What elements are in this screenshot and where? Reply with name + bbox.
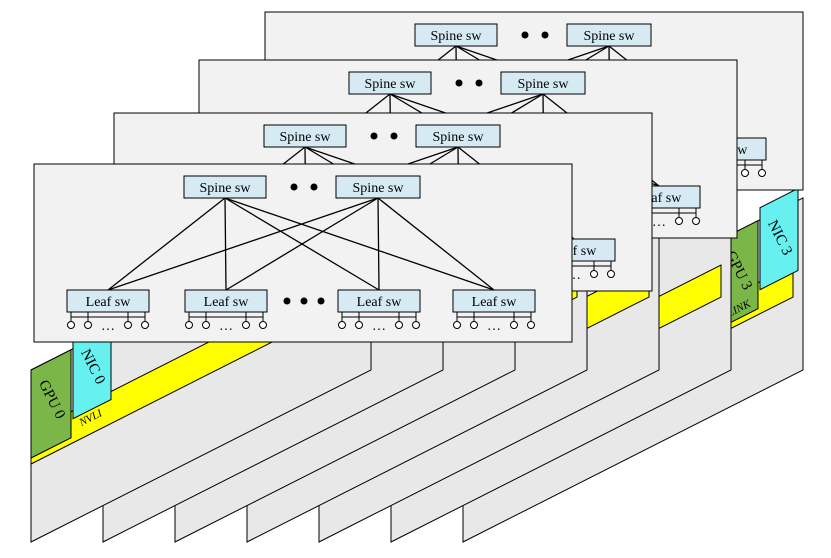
leaf-switch-box xyxy=(66,289,150,313)
link-line xyxy=(224,197,227,291)
port-circle xyxy=(510,321,518,329)
spine-switch-label: Spine sw xyxy=(353,181,405,196)
plane-panel xyxy=(33,163,573,343)
link-line xyxy=(107,197,226,291)
port-gap: … xyxy=(652,215,666,230)
port-circle xyxy=(202,321,210,329)
port-circle xyxy=(453,321,461,329)
spine-switch: Spine sw xyxy=(183,175,267,199)
ellipsis-dot xyxy=(300,297,308,305)
port-gap: … xyxy=(372,319,386,334)
port-gap: … xyxy=(487,319,501,334)
spine-switch: Spine sw xyxy=(415,124,501,148)
port-circle xyxy=(67,321,75,329)
ellipsis-dot xyxy=(475,79,483,87)
ellipsis-dot xyxy=(390,132,398,140)
leaf-switch-label: Leaf sw xyxy=(472,295,518,310)
port-circle xyxy=(527,321,535,329)
leaf-switch: Leaf sw … xyxy=(184,289,268,334)
port-circle xyxy=(395,321,403,329)
spine-switch: Spine sw xyxy=(566,23,652,47)
spine-switch-label: Spine sw xyxy=(433,130,485,145)
port-circle xyxy=(692,217,700,225)
nic-block xyxy=(759,187,799,291)
port-circle xyxy=(412,321,420,329)
port-circle xyxy=(758,169,766,177)
port-gap: … xyxy=(219,319,233,334)
ellipsis-dot xyxy=(455,79,463,87)
ellipsis-dot xyxy=(290,183,298,191)
port-circle xyxy=(590,270,598,278)
link-line xyxy=(107,197,379,291)
ellipsis-dot xyxy=(317,297,325,305)
leaf-switch-box xyxy=(184,289,268,313)
spine-switch: Spine sw xyxy=(335,175,421,199)
link-line xyxy=(377,197,495,291)
spine-switch-label: Spine sw xyxy=(518,77,570,92)
leaf-switch: Leaf sw … xyxy=(452,289,536,334)
spine-switch-label: Spine sw xyxy=(431,29,483,44)
leaf-switch: Leaf sw … xyxy=(66,289,150,334)
network-planes: Spine sw Spine sw Leaf sw … Leaf sw … Leaf sw …… xyxy=(33,11,804,343)
port-circle xyxy=(259,321,267,329)
spine-switch-box xyxy=(500,71,586,95)
spine-switch-label: Spine sw xyxy=(200,181,252,196)
leaf-switch-label: Leaf sw xyxy=(86,295,132,310)
spine-switch-box xyxy=(183,175,267,199)
spine-switch-label: Spine sw xyxy=(280,130,332,145)
spine-switch: Spine sw xyxy=(263,124,347,148)
link-line xyxy=(224,197,495,291)
leaf-switch-box xyxy=(452,289,536,313)
port-circle xyxy=(355,321,363,329)
port-circle xyxy=(141,321,149,329)
port-circle xyxy=(470,321,478,329)
port-circle xyxy=(338,321,346,329)
link-line xyxy=(377,197,380,291)
spine-switch-box xyxy=(263,124,347,148)
network-plane: Spine sw Spine sw Leaf sw … Leaf sw … Leaf sw …… xyxy=(33,163,573,343)
link-line xyxy=(225,197,379,291)
ellipsis-dot xyxy=(541,31,549,39)
gpu-block xyxy=(30,348,72,459)
ellipsis-dot xyxy=(310,183,318,191)
leaf-switch: Leaf sw … xyxy=(337,289,421,334)
spine-switch: Spine sw xyxy=(500,71,586,95)
spine-switch: Spine sw xyxy=(414,23,498,47)
port-circle xyxy=(741,169,749,177)
ellipsis-dot xyxy=(521,31,529,39)
leaf-switch-box xyxy=(337,289,421,313)
port-circle xyxy=(242,321,250,329)
spine-switch-label: Spine sw xyxy=(584,29,636,44)
leaf-switch-label: Leaf sw xyxy=(204,295,250,310)
port-circle xyxy=(607,270,615,278)
port-gap: … xyxy=(101,319,115,334)
leaf-switch-label: Leaf sw xyxy=(357,295,403,310)
spine-switch-box xyxy=(348,71,432,95)
spine-switch-box xyxy=(566,23,652,47)
ellipsis-dot xyxy=(370,132,378,140)
spine-switch-box xyxy=(415,124,501,148)
spine-switch: Spine sw xyxy=(348,71,432,95)
spine-switch-box xyxy=(414,23,498,47)
spine-switch-label: Spine sw xyxy=(365,77,417,92)
port-circle xyxy=(675,217,683,225)
port-circle xyxy=(84,321,92,329)
port-circle xyxy=(124,321,132,329)
port-circle xyxy=(185,321,193,329)
spine-switch-box xyxy=(335,175,421,199)
ellipsis-dot xyxy=(283,297,291,305)
